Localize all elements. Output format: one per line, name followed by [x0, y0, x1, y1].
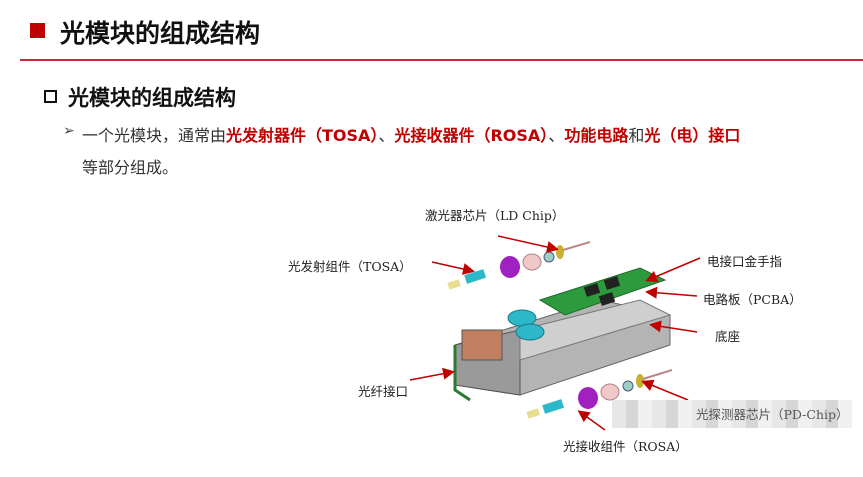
pcba-board	[507, 267, 667, 341]
label-pd-chip: 光探测器芯片（PD-Chip）	[696, 407, 849, 422]
base-housing	[453, 299, 672, 402]
highlight-interface: 光（电）接口	[644, 126, 741, 145]
title-divider	[20, 59, 863, 61]
label-base: 底座	[715, 329, 741, 344]
body-text-line1: 一个光模块，通常由光发射器件（TOSA）、光接收器件（ROSA）、功能电路和光（…	[82, 122, 740, 146]
label-fiber-port: 光纤接口	[358, 384, 409, 399]
tosa-parts	[447, 241, 591, 290]
highlight-circuit: 功能电路	[564, 126, 629, 145]
page-title: 光模块的组成结构	[60, 19, 261, 48]
text-run: 、	[378, 126, 395, 145]
arrow-bullet-icon: ➢	[63, 123, 75, 139]
text-run: 和	[628, 126, 645, 145]
square-bullet-icon	[44, 90, 57, 103]
body-text-line2: 等部分组成。	[82, 158, 179, 177]
label-ld-chip: 激光器芯片（LD Chip）	[425, 208, 565, 223]
highlight-rosa: 光接收器件（ROSA）	[394, 126, 549, 145]
label-rosa: 光接收组件（ROSA）	[563, 439, 688, 454]
section-heading: 光模块的组成结构	[68, 86, 236, 110]
highlight-tosa: 光发射器件（TOSA）	[226, 126, 379, 145]
label-tosa: 光发射组件（TOSA）	[288, 259, 412, 274]
blurred-watermark	[612, 400, 852, 428]
label-pcba: 电路板（PCBA）	[703, 292, 802, 307]
label-gold-finger: 电接口金手指	[707, 254, 783, 269]
text-run: 一个光模块，通常由	[82, 126, 227, 145]
title-marker	[30, 23, 45, 38]
rosa-parts	[526, 369, 673, 419]
text-run: 、	[548, 126, 565, 145]
callout-arrows	[409, 235, 701, 431]
